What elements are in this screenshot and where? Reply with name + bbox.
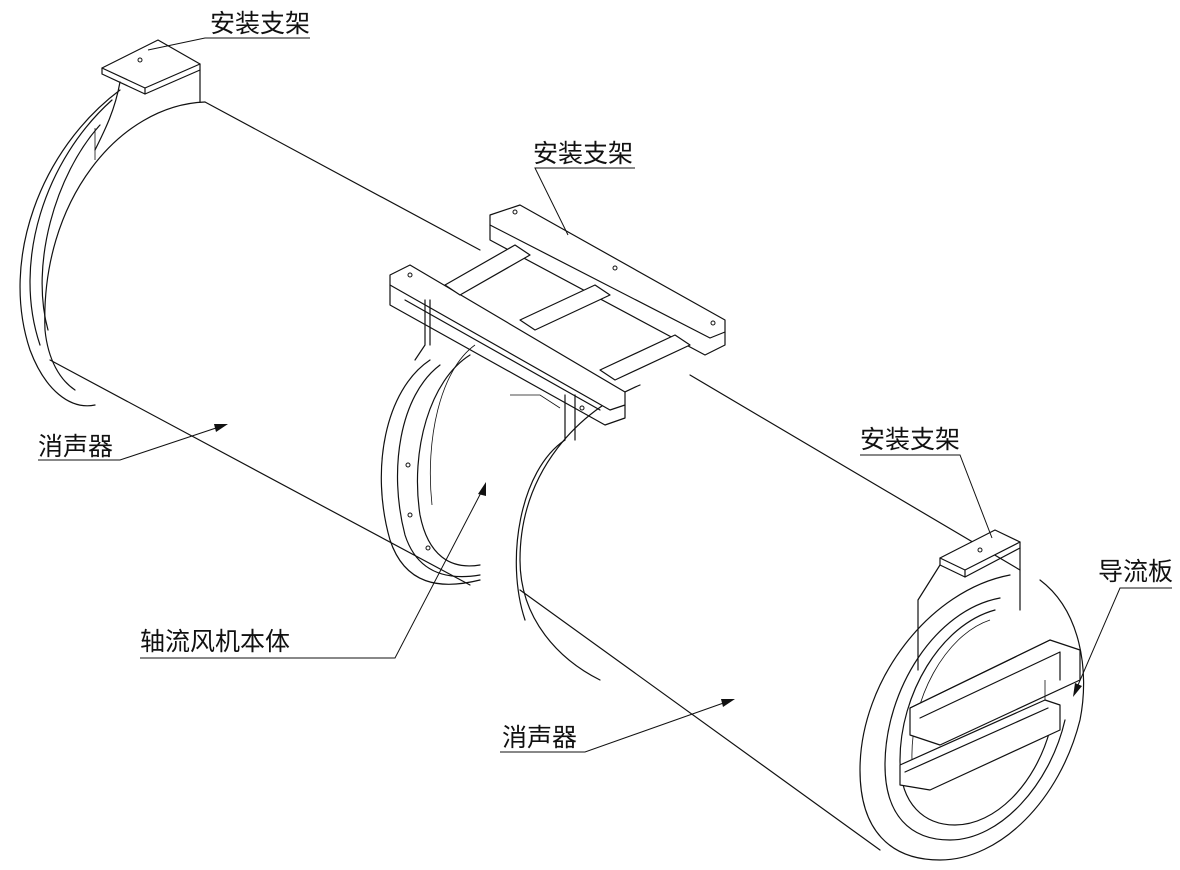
mount-bracket-right [917, 529, 1021, 671]
left-silencer [19, 89, 481, 586]
callout-bracket-top-left: 安装支架 [147, 9, 310, 51]
label-mount-bracket-top-left: 安装支架 [210, 9, 310, 38]
callout-fan-body: 轴流风机本体 [140, 482, 486, 659]
label-silencer-right: 消声器 [502, 723, 577, 752]
label-fan-body: 轴流风机本体 [140, 627, 290, 656]
label-silencer-left: 消声器 [38, 432, 113, 461]
label-mount-bracket-right: 安装支架 [860, 425, 960, 454]
mount-bracket-top-left [94, 39, 201, 151]
callout-bracket-center: 安装支架 [533, 139, 635, 236]
callout-bracket-right: 安装支架 [860, 425, 993, 539]
guide-vanes [899, 639, 1081, 791]
label-mount-bracket-center: 安装支架 [533, 139, 633, 168]
callout-guide-vane: 导流板 [1073, 557, 1173, 697]
mount-bracket-center [389, 204, 726, 441]
right-silencer [515, 374, 1085, 861]
callout-silencer-right: 消声器 [500, 699, 735, 753]
label-guide-vane: 导流板 [1098, 557, 1173, 586]
fan-body [380, 344, 481, 585]
callout-silencer-left: 消声器 [38, 424, 228, 461]
